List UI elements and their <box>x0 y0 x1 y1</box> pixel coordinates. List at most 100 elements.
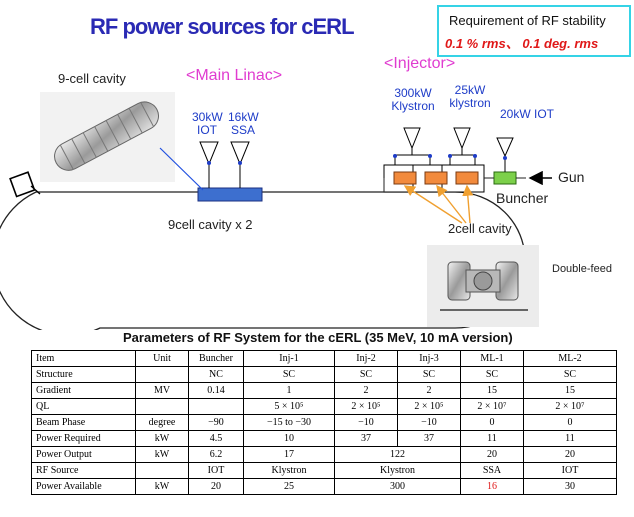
table-cell: Klystron <box>243 462 335 479</box>
table-cell: kW <box>135 430 189 447</box>
table-cell <box>135 366 189 383</box>
table-row: Power Output kW 6.2 17 122 20 20 <box>31 446 617 463</box>
table-cell: 15 <box>460 382 524 399</box>
beam-dump-box <box>9 171 36 198</box>
table-cell: 6.2 <box>188 446 244 463</box>
injector-label: <Injector> <box>384 55 456 72</box>
table-cell: −90 <box>188 414 244 431</box>
table-cell: RF Source <box>31 462 136 479</box>
beam-loop <box>0 191 526 330</box>
table-cell: kW <box>135 478 189 495</box>
table-cell: −10 <box>397 414 461 431</box>
table-cell: 15 <box>523 382 617 399</box>
page-title: RF power sources for cERL <box>90 14 355 39</box>
rf-parameters-table: Item Unit Buncher Inj-1 Inj-2 Inj-3 ML-1… <box>31 350 617 495</box>
ninecell-x2-label: 9cell cavity x 2 <box>168 217 253 232</box>
ml-iot-antenna <box>199 141 219 166</box>
table-cell: 17 <box>243 446 335 463</box>
table-cell: 11 <box>523 430 617 447</box>
table-cell <box>135 398 189 415</box>
table-row: Beam Phase degree −90 −15 to −30 −10 −10… <box>31 414 617 431</box>
nine-cell-cavity-photo <box>40 92 175 182</box>
two-cell-cavity-photo <box>427 245 539 327</box>
inj-iot-antenna <box>496 137 514 158</box>
ml-iot-label: 30kW IOT <box>192 110 223 137</box>
table-row: Structure NC SC SC SC SC SC <box>31 366 617 383</box>
buncher-label: Buncher <box>496 190 549 206</box>
table-cell: 25 <box>243 478 335 495</box>
inj-klystron300-label: 300kW Klystron <box>391 86 435 113</box>
table-cell: 37 <box>334 430 398 447</box>
inj-klystron25-label: 25kW klystron <box>449 83 491 110</box>
requirement-title: Requirement of RF stability <box>449 13 606 28</box>
table-row: Gradient MV 0.14 1 2 2 15 15 <box>31 382 617 399</box>
table-cell: SC <box>243 366 335 383</box>
table-cell: SC <box>397 366 461 383</box>
table-cell: SSA <box>460 462 524 479</box>
table-cell <box>188 398 244 415</box>
table-cell: IOT <box>188 462 244 479</box>
table-cell: −10 <box>334 414 398 431</box>
table-row: Item Unit Buncher Inj-1 Inj-2 Inj-3 ML-1… <box>31 350 617 367</box>
table-cell: 5 × 10⁵ <box>243 398 335 415</box>
nine-cell-cavity-label: 9-cell cavity <box>58 71 126 86</box>
table-cell: 300 <box>334 478 461 495</box>
table-cell: 2 <box>397 382 461 399</box>
table-row: Power Available kW 20 25 300 16 30 <box>31 478 617 495</box>
main-linac-label: <Main Linac> <box>186 67 283 84</box>
table-cell: 2 × 10⁷ <box>523 398 617 415</box>
inj-klystron300-antenna <box>403 127 421 150</box>
table-cell: NC <box>188 366 244 383</box>
table-cell: SC <box>460 366 524 383</box>
table-cell: −15 to −30 <box>243 414 335 431</box>
table-cell: 2 <box>334 382 398 399</box>
table-cell: QL <box>31 398 136 415</box>
table-cell: Power Required <box>31 430 136 447</box>
table-cell: SC <box>523 366 617 383</box>
rf-layout-diagram <box>0 92 552 330</box>
table-header-cell: Buncher <box>188 350 244 367</box>
table-header-cell: Inj-1 <box>243 350 335 367</box>
table-cell: Power Output <box>31 446 136 463</box>
table-cell: Klystron <box>334 462 461 479</box>
injector-cavities <box>383 164 517 193</box>
table-cell: Beam Phase <box>31 414 136 431</box>
table-header-cell: Item <box>31 350 136 367</box>
table-cell: 20 <box>460 446 524 463</box>
inj-iot-label: 20kW IOT <box>500 107 555 121</box>
table-cell: 2 × 10⁵ <box>397 398 461 415</box>
table-cell: 0 <box>523 414 617 431</box>
table-cell: 20 <box>523 446 617 463</box>
buncher-block <box>493 171 517 185</box>
double-feed-label: Double-feed <box>552 263 612 275</box>
table-cell: degree <box>135 414 189 431</box>
table-cell: Power Available <box>31 478 136 495</box>
table-row: QL 5 × 10⁵ 2 × 10⁵ 2 × 10⁵ 2 × 10⁷ 2 × 1… <box>31 398 617 415</box>
table-cell: SC <box>334 366 398 383</box>
inj-klystron25-antenna <box>453 127 471 150</box>
table-cell: MV <box>135 382 189 399</box>
table-cell: 4.5 <box>188 430 244 447</box>
table-cell: 10 <box>243 430 335 447</box>
table-header-cell: Unit <box>135 350 189 367</box>
table-header-cell: ML-1 <box>460 350 524 367</box>
table-cell: 11 <box>460 430 524 447</box>
table-cell: 20 <box>188 478 244 495</box>
table-cell: Gradient <box>31 382 136 399</box>
table-cell: 37 <box>397 430 461 447</box>
table-cell: 2 × 10⁷ <box>460 398 524 415</box>
table-cell: 0.14 <box>188 382 244 399</box>
ml-ssa-label: 16kW SSA <box>228 110 259 137</box>
gun-label: Gun <box>558 169 585 185</box>
table-cell: 1 <box>243 382 335 399</box>
requirement-box: Requirement of RF stability 0.1 % rms、 0… <box>437 5 631 57</box>
table-header-cell: Inj-2 <box>334 350 398 367</box>
table-header-cell: Inj-3 <box>397 350 461 367</box>
table-cell: IOT <box>523 462 617 479</box>
table-cell: 0 <box>460 414 524 431</box>
table-cell: 30 <box>523 478 617 495</box>
table-cell: 16 <box>460 478 524 495</box>
twocell-cavity-label: 2cell cavity <box>448 221 512 236</box>
table-cell: Structure <box>31 366 136 383</box>
table-cell: 2 × 10⁵ <box>334 398 398 415</box>
